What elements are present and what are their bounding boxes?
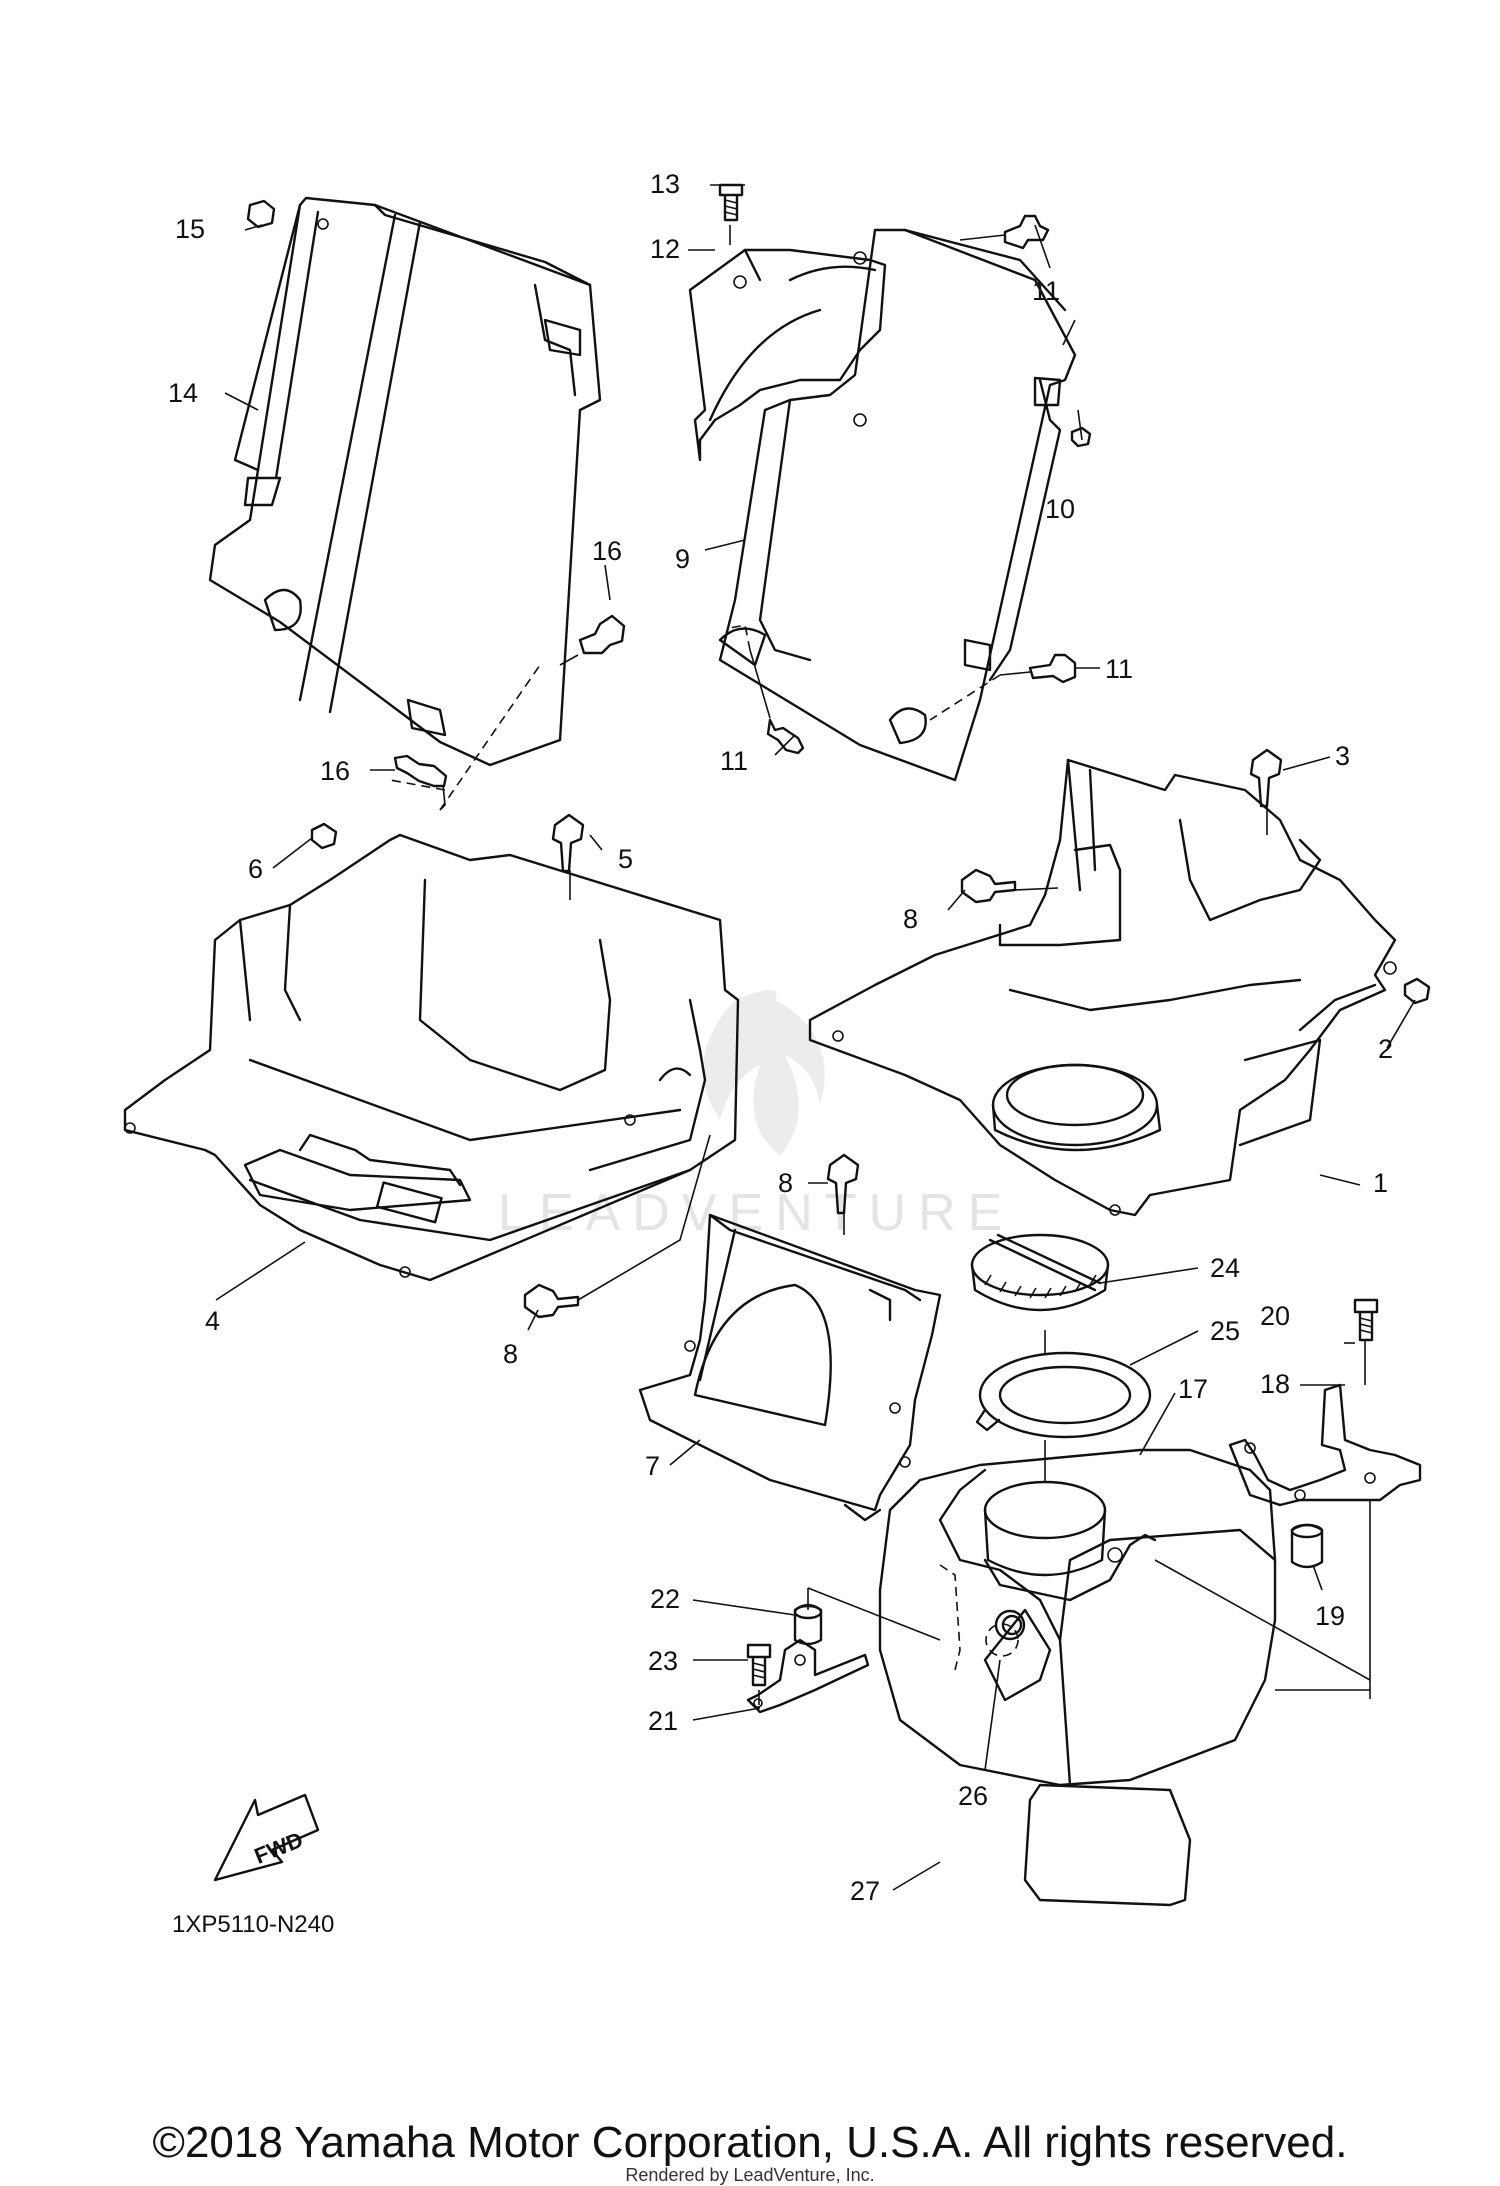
part-4-left-floor — [123, 833, 740, 1282]
watermark: LEADVENTURE — [498, 990, 1014, 1242]
part-8-clip-left-floor — [523, 1283, 580, 1319]
callout-15: 15 — [175, 214, 205, 244]
callout-12: 12 — [650, 234, 680, 264]
callout-5: 5 — [618, 844, 633, 874]
leader-lines — [215, 184, 1416, 1891]
callout-7: 7 — [645, 1451, 660, 1481]
callout-22: 22 — [650, 1584, 680, 1614]
callout-25: 25 — [1210, 1316, 1240, 1346]
part-17-tank — [878, 1448, 1277, 1787]
callout-9: 9 — [675, 544, 690, 574]
fasteners — [246, 183, 1431, 1687]
callout-24: 24 — [1210, 1253, 1240, 1283]
part-8-clip-right-floor — [960, 868, 1017, 904]
callout-17: 17 — [1178, 1374, 1208, 1404]
callout-8c: 8 — [503, 1339, 518, 1369]
callout-11b: 11 — [1105, 654, 1133, 684]
part-18-bracket — [1228, 1383, 1422, 1507]
part-16-clip-right — [578, 614, 626, 655]
callout-16b: 16 — [320, 756, 350, 786]
callout-3: 3 — [1335, 741, 1350, 771]
part-2-nut — [1403, 977, 1431, 1005]
callout-19: 19 — [1315, 1601, 1345, 1631]
part-21-bracket — [746, 1638, 870, 1714]
part-25-gasket — [975, 1351, 1152, 1439]
part-20-bolt — [1353, 1298, 1379, 1342]
part-6-nut — [310, 822, 338, 850]
callout-23: 23 — [648, 1646, 678, 1676]
callout-11a: 11 — [1032, 276, 1060, 306]
copyright-notice: ©2018 Yamaha Motor Corporation, U.S.A. A… — [152, 2118, 1348, 2167]
callout-8a: 8 — [903, 904, 918, 934]
part-5-clip — [551, 813, 585, 873]
callout-11c: 11 — [720, 746, 748, 776]
part-code: 1XP5110-N240 — [172, 1911, 334, 1938]
callout-16a: 16 — [592, 536, 622, 566]
forward-arrow-icon: FWD — [213, 1793, 320, 1882]
callout-4: 4 — [205, 1306, 220, 1336]
rendered-by-notice: Rendered by LeadVenture, Inc. — [625, 2165, 875, 2185]
callout-26: 26 — [958, 1781, 988, 1811]
callout-14: 14 — [168, 378, 198, 408]
part-11-clip-mid — [1028, 653, 1077, 684]
part-9-right-panel — [718, 228, 1077, 782]
callout-27: 27 — [850, 1876, 880, 1906]
part-13-bolt — [718, 183, 744, 222]
part-11-clip-top — [1003, 214, 1050, 250]
part-26-fitting — [1001, 1614, 1023, 1636]
part-3-clip — [1249, 748, 1283, 808]
callouts: 13 12 15 11 10 9 14 16 11 11 16 3 6 5 8 … — [168, 169, 1393, 1906]
callout-6: 6 — [248, 854, 263, 884]
part-12-duct-bracket — [688, 248, 887, 462]
callout-10: 10 — [1045, 494, 1075, 524]
part-15-nut — [246, 199, 276, 229]
part-23-bolt — [746, 1643, 772, 1687]
callout-20: 20 — [1260, 1301, 1290, 1331]
callout-18: 18 — [1260, 1369, 1290, 1399]
part-7-lower-cover — [638, 1213, 942, 1522]
part-8-clip-center — [826, 1153, 860, 1215]
callout-13: 13 — [650, 169, 680, 199]
watermark-text: LEADVENTURE — [498, 1184, 1014, 1242]
part-1-right-floor — [808, 758, 1397, 1217]
callout-1: 1 — [1373, 1168, 1388, 1198]
assembly-lines — [389, 225, 1371, 1705]
part-19-damper — [1290, 1523, 1324, 1569]
part-10-nut — [1070, 426, 1092, 448]
part-24-tank-cap — [970, 1233, 1110, 1312]
part-22-damper — [793, 1603, 823, 1646]
part-11-clip-low — [766, 718, 805, 755]
part-27-pad — [1023, 1783, 1192, 1907]
part-14-left-panel — [208, 196, 602, 767]
callout-2: 2 — [1378, 1034, 1393, 1064]
callout-21: 21 — [648, 1706, 678, 1736]
part-16-clip-left — [393, 754, 448, 788]
callout-8b: 8 — [778, 1168, 793, 1198]
